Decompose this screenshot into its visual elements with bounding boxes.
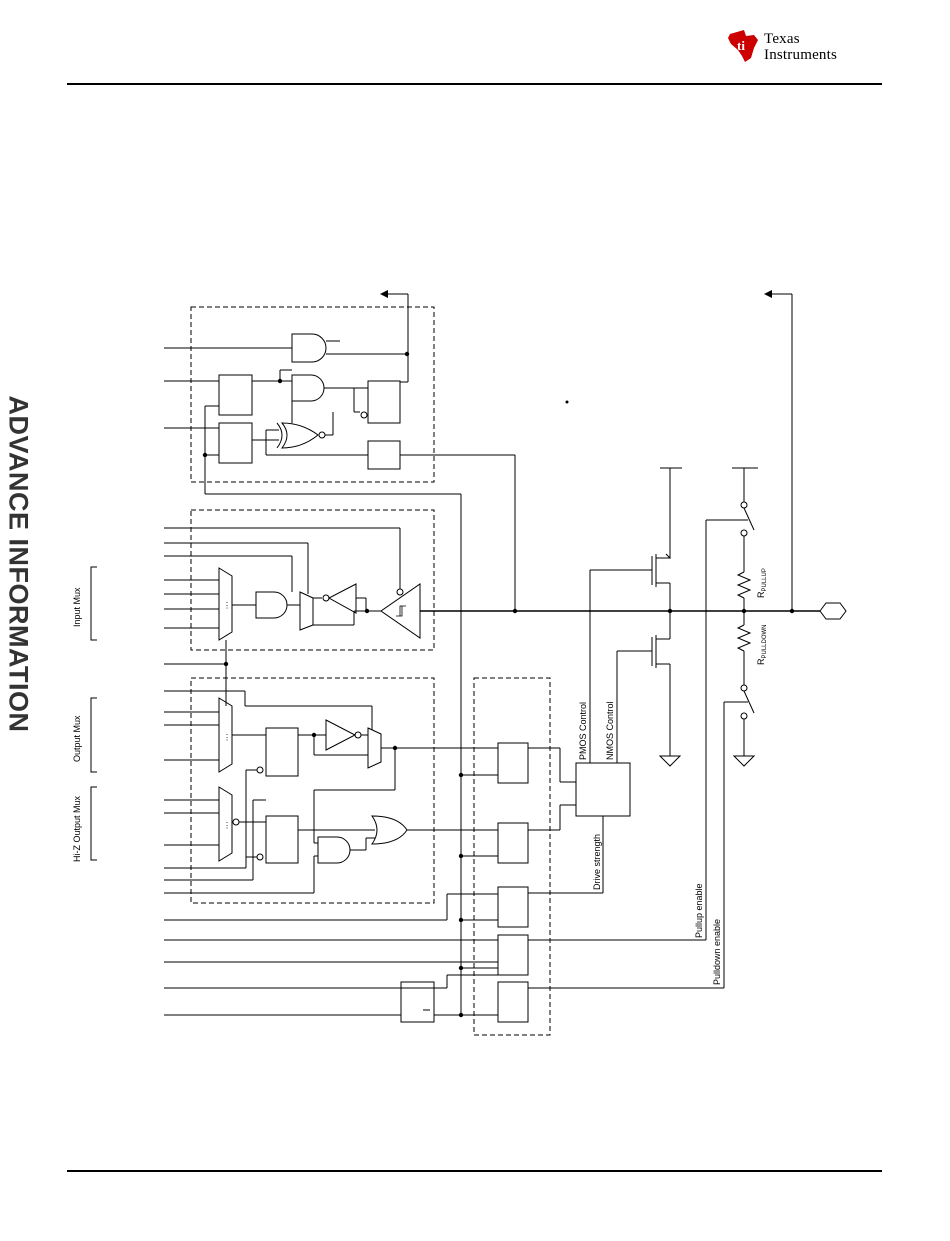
svg-text:⋮: ⋮ [223,733,231,742]
and-gate-mid [292,375,324,401]
r-pullup-label: RPULLUP [756,568,768,598]
sync-reg-1 [498,743,528,783]
output-latch [266,728,298,776]
inverter-input [329,584,356,613]
latch-top-2 [219,423,252,463]
resistor-pullup [738,572,750,598]
latch-top-1 [219,375,252,415]
inverter-output [326,720,355,750]
ground-pulldown [734,756,754,766]
and-gate-hiz [318,837,350,863]
input-sel-mux [300,592,313,630]
svg-text:⋮: ⋮ [223,601,231,610]
sync-reg-3 [498,887,528,927]
io-pin [820,603,846,619]
sync-reg-5 [498,982,528,1022]
pulldown-enable-label: Pulldown enable [712,919,722,985]
and-gate-top [292,334,326,362]
output-path-box [191,678,434,903]
resistor-pulldown [738,625,750,651]
output-sel-mux [368,728,381,768]
hiz-latch [266,816,298,863]
input-mux-label: Input Mux [72,587,82,627]
drive-strength-label: Drive strength [592,834,602,890]
nmos-control-label: NMOS Control [605,701,615,760]
r-pulldown-label: RPULLDOWN [756,624,768,665]
hiz-output-mux-label: Hi-Z Output Mux [72,795,82,862]
pmos-control-label: PMOS Control [578,702,588,760]
output-mux-bracket [91,698,97,772]
input-path-box [191,510,434,650]
pullup-enable-label: Pullup enable [694,883,704,938]
hiz-mux-bracket [91,787,97,860]
xnor-gate [282,423,318,448]
output-mux-label: Output Mux [72,715,82,762]
and-gate-input [256,592,287,618]
svg-text:⋮: ⋮ [223,821,231,830]
driver-control-block [576,763,630,816]
or-gate-hiz [372,816,407,844]
top-logic-box [191,307,434,482]
ground-nmos [660,756,680,766]
input-mux-bracket [91,567,97,640]
register-top-2 [368,441,400,469]
sync-reg-2 [498,823,528,863]
sync-reg-4 [498,935,528,975]
register-top [368,381,400,423]
schmitt-buffer [381,584,420,638]
